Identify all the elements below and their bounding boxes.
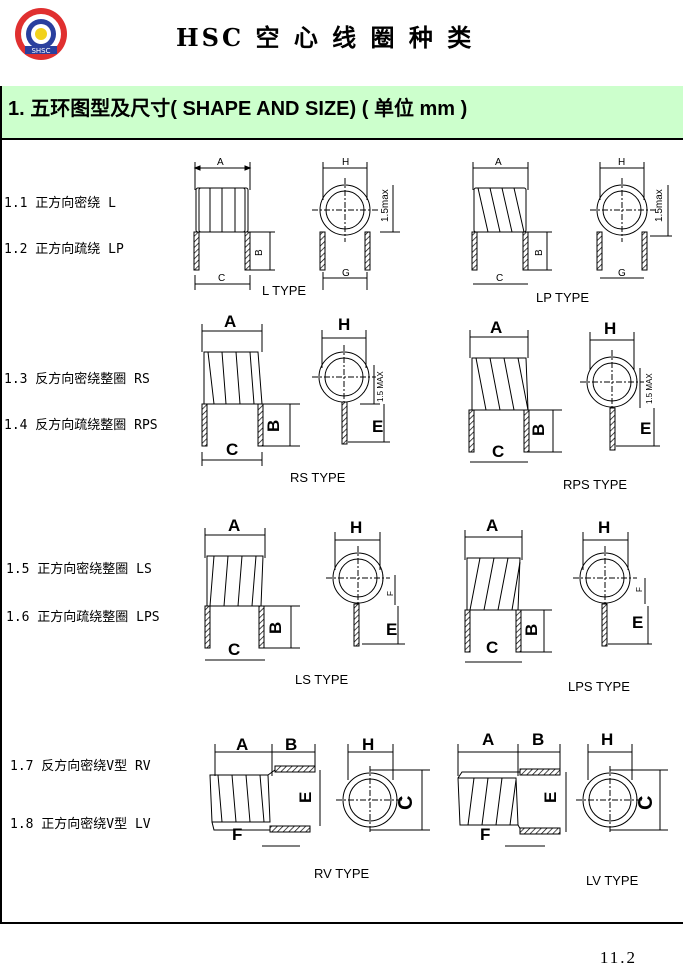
dim-f-rv: F [232, 825, 242, 844]
type-label-rps: RPS TYPE [563, 477, 628, 492]
lp-type-side-view [471, 162, 552, 285]
dim-h-lp: H [618, 157, 625, 168]
item-1-6: 1.6 正方向疏绕整圈 LPS [6, 610, 160, 625]
dim-max-rps: 1.5 MAX [645, 373, 654, 404]
dim-g-l: G [342, 268, 350, 279]
dim-e-lv: E [541, 792, 560, 803]
type-label-l: L TYPE [262, 283, 307, 298]
dim-b-l: B [254, 249, 265, 256]
dim-c-l: C [218, 273, 225, 284]
type-label-lp: LP TYPE [536, 290, 589, 305]
dim-h-rs: H [338, 315, 350, 334]
page-number: 11.2 [599, 948, 637, 967]
lv-type-end-view [576, 744, 668, 834]
dim-c-rv: C [395, 796, 417, 810]
dim-f-lps: F [635, 587, 644, 592]
item-1-5: 1.5 正方向密绕整圈 LS [6, 562, 152, 577]
dim-h-lv: H [601, 730, 613, 749]
rv-type-side-view [209, 744, 321, 847]
lv-type-side-view [457, 744, 567, 847]
dim-h-rv: H [362, 735, 374, 754]
type-label-lv: LV TYPE [586, 873, 639, 888]
dim-c-rs: C [226, 440, 238, 459]
rv-type-end-view [336, 744, 430, 834]
dim-a-rps: A [490, 318, 502, 337]
item-1-3: 1.3 反方向密绕整圈 RS [4, 372, 150, 387]
l-type-end-view [312, 162, 400, 290]
ls-type-side-view [204, 528, 300, 661]
dim-h-rps: H [604, 319, 616, 338]
company-logo: SHSC [12, 6, 70, 62]
dim-max-lp: 1.5max [654, 189, 665, 222]
type-label-ls: LS TYPE [295, 672, 349, 687]
dim-f-lv: F [480, 825, 490, 844]
page-title: HSC 空 心 线 圈 种 类 [176, 23, 475, 52]
dim-e-rv: E [296, 792, 315, 803]
dim-c-lp: C [496, 273, 503, 284]
dim-a-rv: A [236, 735, 248, 754]
section-header: 1. 五环图型及尺寸( SHAPE AND SIZE) ( 单位 mm ) [2, 86, 683, 140]
dim-b-lv: B [532, 730, 544, 749]
type-label-rv: RV TYPE [314, 866, 370, 881]
dim-c-rps: C [492, 442, 504, 461]
dim-e-ls: E [386, 620, 397, 639]
dim-e-rs: E [372, 417, 383, 436]
dim-e-lps: E [632, 613, 643, 632]
dim-a-lv: A [482, 730, 494, 749]
dim-h-ls: H [350, 518, 362, 537]
dim-b-rps: B [529, 424, 548, 436]
dim-g-lp: G [618, 268, 626, 279]
rs-type-end-view [312, 330, 390, 445]
dim-a-rs: A [224, 312, 236, 331]
dim-h-lps: H [598, 518, 610, 537]
lps-type-side-view [464, 530, 552, 663]
logo-text: SHSC [31, 47, 50, 55]
section-title: 1. 五环图型及尺寸( SHAPE AND SIZE) ( 单位 mm ) [8, 98, 468, 120]
lp-type-end-view [590, 162, 672, 279]
item-1-4: 1.4 反方向疏绕整圈 RPS [4, 418, 158, 433]
item-1-8: 1.8 正方向密绕V型 LV [10, 817, 151, 832]
dim-b-lp: B [534, 249, 545, 256]
dim-a-lp: A [495, 157, 502, 168]
type-label-rs: RS TYPE [290, 470, 346, 485]
dim-b-lps: B [522, 624, 541, 636]
dim-f-ls: F [386, 591, 395, 596]
item-1-7: 1.7 反方向密绕V型 RV [10, 759, 151, 774]
dim-max-rs: 1.5 MAX [376, 371, 385, 402]
dim-max-l: 1.5max [380, 189, 391, 222]
type-label-lps: LPS TYPE [568, 679, 630, 694]
dim-b-ls: B [266, 622, 285, 634]
lps-type-end-view [573, 532, 652, 647]
item-1-1: 1.1 正方向密绕 L [4, 196, 116, 211]
dim-b-rv: B [285, 735, 297, 754]
rs-type-side-view [201, 324, 300, 466]
dim-b-rs: B [264, 420, 283, 432]
dim-c-lps: C [486, 638, 498, 657]
dim-h-l: H [342, 157, 349, 168]
ls-type-end-view [326, 532, 405, 647]
item-1-2: 1.2 正方向疏绕 LP [4, 242, 124, 257]
dim-c-ls: C [228, 640, 240, 659]
dim-a-ls: A [228, 516, 240, 535]
l-type-side-view [193, 162, 275, 290]
dim-e-rps: E [640, 419, 651, 438]
rps-type-end-view [580, 332, 660, 451]
dim-a-l: A [217, 157, 224, 168]
dim-c-lv: C [635, 796, 657, 810]
rps-type-side-view [468, 330, 562, 463]
dim-a-lps: A [486, 516, 498, 535]
